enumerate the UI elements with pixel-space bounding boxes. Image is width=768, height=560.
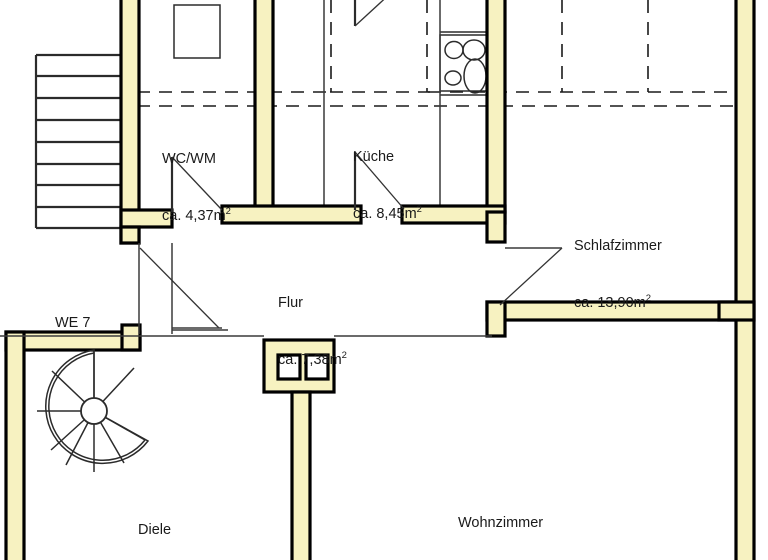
room-label-kueche: Küche ca. 8,45m2: [353, 110, 422, 262]
room-name: Schlafzimmer: [574, 238, 662, 254]
walls: [4, 0, 756, 560]
room-label-schlafzimmer: Schlafzimmer ca. 13,90m2: [574, 199, 662, 351]
room-area: ca. 8,45m2: [353, 204, 422, 222]
door-diele: [139, 247, 222, 329]
straight-stair: [34, 53, 123, 230]
unit-marker-we7: WE 7: [55, 276, 90, 371]
door-kueche: [353, 151, 405, 210]
room-label-flur: Flur ca. 7,38m2: [278, 256, 347, 408]
door-kueche-upper: [353, 0, 385, 27]
room-name: Küche: [353, 149, 395, 165]
partition-thin-lines: [0, 243, 492, 337]
spiral-stair: [37, 349, 150, 472]
room-area: ca. 7,38m2: [278, 350, 347, 368]
room-label-wc_wm: WC/WM ca. 4,37m2: [162, 112, 231, 264]
chimney-flues: [276, 353, 330, 381]
room-area: ca. 13,90m2: [574, 293, 652, 311]
door-schlafzimmer: [499, 247, 563, 306]
room-label-diele: Diele ca. 15,17m2: [138, 483, 215, 560]
room-name: Diele: [138, 522, 172, 538]
washing-machine: [173, 4, 221, 59]
unit-marker-label: WE 7: [55, 315, 91, 331]
room-label-wohnzimmer: Wohnzimmer ca. 25,09m2: [458, 476, 543, 560]
room-area: ca. 4,37m2: [162, 206, 231, 224]
stove: [439, 31, 489, 96]
room-name: Wohnzimmer: [458, 515, 544, 531]
room-name: Flur: [278, 295, 303, 311]
door-wc: [170, 156, 223, 212]
room-name: WC/WM: [162, 151, 216, 167]
roof-slope-dashed-lines: [137, 0, 736, 107]
